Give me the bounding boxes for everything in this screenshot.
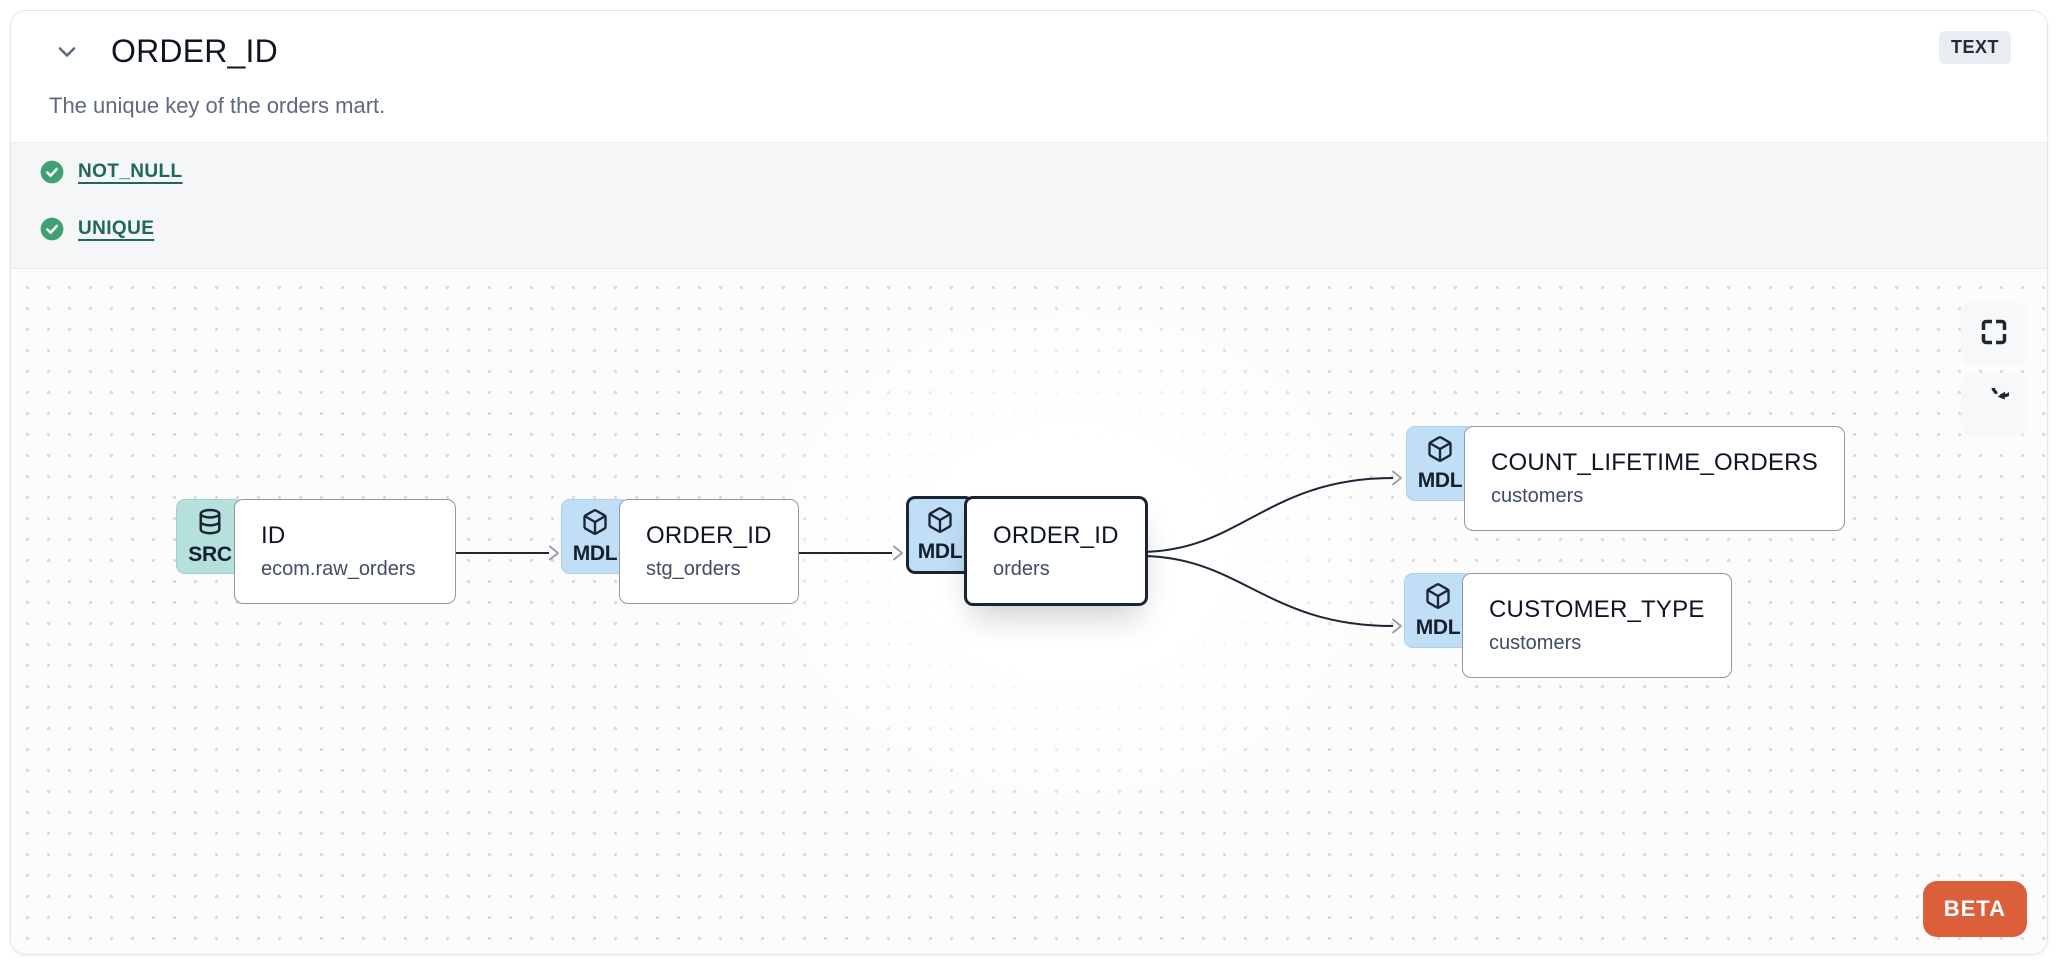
test-link-not-null[interactable]: NOT_NULL xyxy=(78,161,183,182)
check-circle-icon xyxy=(39,159,65,185)
arrowhead-icon xyxy=(1392,618,1402,634)
lineage-canvas[interactable]: SRC ID ecom.raw_orders MDL ORDER_ID stg_… xyxy=(11,269,2047,954)
node-subtitle: customers xyxy=(1489,632,1582,654)
box-icon xyxy=(581,508,609,541)
tests-section: NOT_NULL UNIQUE xyxy=(11,142,2047,269)
lineage-edges xyxy=(456,470,1402,634)
lineage-node-count-lifetime-orders[interactable]: MDL COUNT_LIFETIME_ORDERS customers xyxy=(1406,426,1845,531)
lineage-node-customer-type[interactable]: MDL CUSTOMER_TYPE customers xyxy=(1404,573,1732,678)
lineage-node-orders-order-id[interactable]: MDL ORDER_ID orders xyxy=(906,496,1148,606)
node-body: COUNT_LIFETIME_ORDERS customers xyxy=(1464,426,1845,531)
chevron-down-icon xyxy=(53,38,81,69)
check-circle-icon xyxy=(39,216,65,242)
canvas-controls xyxy=(1961,302,2027,436)
column-type-badge: TEXT xyxy=(1938,31,2011,64)
beta-badge: BETA xyxy=(1922,881,2027,937)
node-title: ORDER_ID xyxy=(646,522,772,549)
collapse-toggle-button[interactable] xyxy=(47,35,87,71)
node-badge-label: MDL xyxy=(1415,615,1461,639)
refresh-button[interactable] xyxy=(1961,372,2027,436)
column-description: The unique key of the orders mart. xyxy=(49,93,386,118)
node-badge-mdl: MDL xyxy=(561,499,629,574)
node-title: ID xyxy=(261,522,286,549)
node-body: ID ecom.raw_orders xyxy=(234,499,456,604)
node-subtitle: orders xyxy=(993,557,1050,580)
node-title: COUNT_LIFETIME_ORDERS xyxy=(1491,449,1818,476)
arrowhead-icon xyxy=(549,545,559,561)
panel-header: ORDER_ID The unique key of the orders ma… xyxy=(11,11,2047,142)
test-row-unique: UNIQUE xyxy=(39,216,2047,242)
edge xyxy=(1139,477,1394,553)
node-subtitle: customers xyxy=(1491,485,1584,507)
maximize-icon xyxy=(1979,317,2009,350)
fullscreen-button[interactable] xyxy=(1961,302,2027,365)
node-subtitle: ecom.raw_orders xyxy=(261,558,416,580)
node-badge-mdl: MDL xyxy=(1406,426,1474,501)
node-badge-label: MDL xyxy=(1417,468,1463,492)
test-link-unique[interactable]: UNIQUE xyxy=(78,218,155,239)
node-body: CUSTOMER_TYPE customers xyxy=(1462,573,1732,678)
box-icon xyxy=(1424,582,1452,615)
column-title: ORDER_ID xyxy=(111,33,278,69)
box-icon xyxy=(926,506,954,539)
column-details-panel: ORDER_ID The unique key of the orders ma… xyxy=(10,10,2048,955)
node-subtitle: stg_orders xyxy=(646,558,741,580)
lineage-node-source-id[interactable]: SRC ID ecom.raw_orders xyxy=(176,499,456,604)
arrowhead-icon xyxy=(893,545,903,561)
node-badge-mdl: MDL xyxy=(906,496,974,574)
edge xyxy=(1139,555,1394,627)
arrowhead-icon xyxy=(1392,470,1402,486)
lineage-node-stg-order-id[interactable]: MDL ORDER_ID stg_orders xyxy=(561,499,799,604)
box-icon xyxy=(1426,435,1454,468)
node-title: CUSTOMER_TYPE xyxy=(1489,596,1705,623)
node-body: ORDER_ID stg_orders xyxy=(619,499,799,604)
node-badge-src: SRC xyxy=(176,499,244,574)
node-badge-label: MDL xyxy=(572,541,618,565)
node-body: ORDER_ID orders xyxy=(964,496,1148,606)
node-badge-label: SRC xyxy=(188,542,232,566)
test-row-not-null: NOT_NULL xyxy=(39,159,2047,185)
rotate-cw-icon xyxy=(1979,372,2016,421)
node-title: ORDER_ID xyxy=(993,521,1119,549)
database-icon xyxy=(195,507,225,542)
node-badge-label: MDL xyxy=(917,540,963,563)
